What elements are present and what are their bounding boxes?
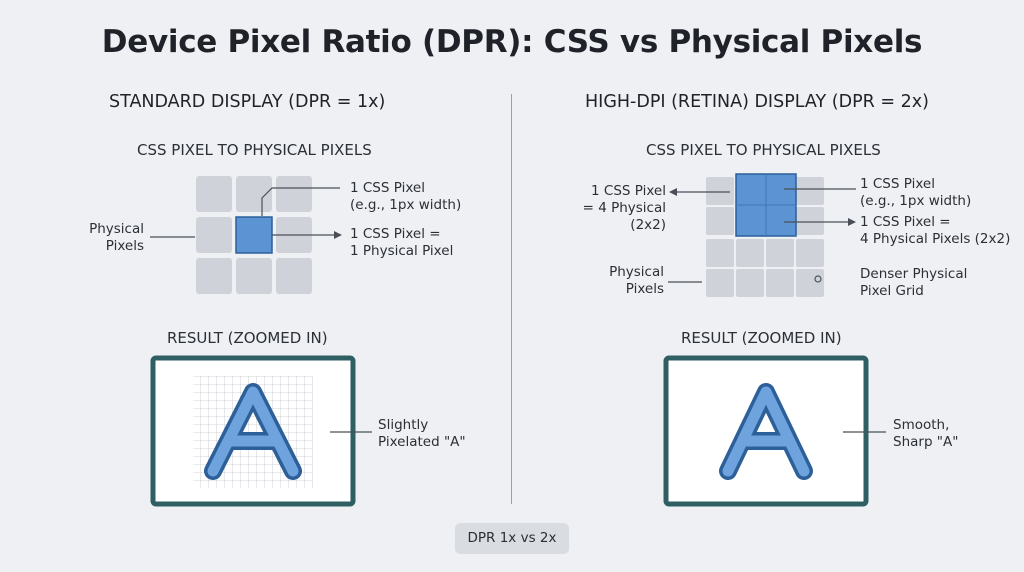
right-css-pixel bbox=[735, 173, 797, 237]
left-css-pixel-note: 1 CSS Pixel (e.g., 1px width) bbox=[350, 180, 462, 213]
right-section-heading: HIGH-DPI (RETINA) DISPLAY (DPR = 2x) bbox=[585, 92, 929, 112]
right-mapping-note: 1 CSS Pixel = 4 Physical Pixels (2x2) bbox=[860, 214, 1011, 247]
left-connectors bbox=[150, 187, 340, 238]
right-letter-a bbox=[722, 386, 810, 477]
left-result-frame bbox=[150, 355, 356, 507]
right-denser-note: Denser Physical Pixel Grid bbox=[860, 266, 968, 299]
right-result-heading: RESULT (ZOOMED IN) bbox=[681, 329, 842, 347]
left-css-pixel bbox=[235, 216, 273, 254]
page-title: Device Pixel Ratio (DPR): CSS vs Physica… bbox=[101, 24, 923, 60]
right-subheading: CSS PIXEL TO PHYSICAL PIXELS bbox=[646, 141, 881, 159]
right-css-pixel-note: 1 CSS Pixel (e.g., 1px width) bbox=[860, 176, 972, 209]
left-physical-pixel-grid bbox=[196, 176, 312, 294]
left-section-heading: STANDARD DISPLAY (DPR = 1x) bbox=[109, 92, 386, 112]
right-result-frame bbox=[663, 355, 869, 507]
left-subheading: CSS PIXEL TO PHYSICAL PIXELS bbox=[137, 141, 372, 159]
denser-grid-marker bbox=[814, 275, 822, 283]
right-physical-pixels-label: Physical Pixels bbox=[609, 264, 664, 297]
left-result-note: Slightly Pixelated "A" bbox=[378, 417, 466, 450]
column-divider bbox=[511, 94, 512, 504]
dpr-comparison-badge: DPR 1x vs 2x bbox=[455, 523, 569, 554]
left-result-heading: RESULT (ZOOMED IN) bbox=[167, 329, 328, 347]
right-result-note: Smooth, Sharp "A" bbox=[893, 417, 959, 450]
left-physical-pixels-label: Physical Pixels bbox=[89, 221, 144, 254]
right-physical-pixel-grid bbox=[706, 173, 824, 297]
left-mapping-note: 1 CSS Pixel = 1 Physical Pixel bbox=[350, 226, 454, 259]
left-letter-a bbox=[207, 386, 299, 477]
right-css-equals-note: 1 CSS Pixel = 4 Physical (2x2) bbox=[582, 183, 666, 233]
right-connectors bbox=[668, 188, 856, 283]
